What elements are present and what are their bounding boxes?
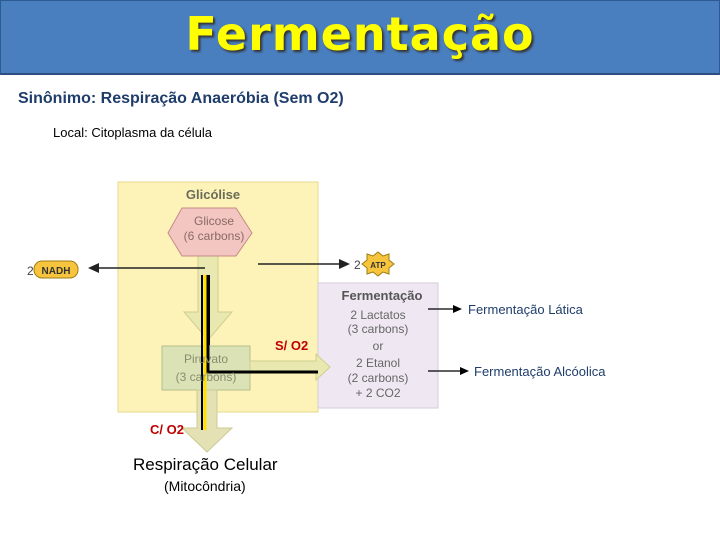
page-title: Fermentação (185, 7, 535, 61)
lactic-fermentation-label: Fermentação Lática (468, 302, 583, 317)
ethanol-carbons: (2 carbons) (348, 371, 409, 385)
location-label: Local: (53, 125, 88, 140)
or-label: or (373, 339, 384, 353)
lactic-pointer-head (453, 305, 462, 313)
title-bar: Fermentação (0, 0, 720, 75)
lactate-carbons: (3 carbons) (348, 322, 409, 336)
without-o2-path (206, 275, 318, 374)
co2-label: + 2 CO2 (355, 386, 400, 400)
glycolysis-label: Glicólise (186, 187, 240, 202)
with-o2-label: C/ O2 (150, 422, 184, 437)
atp-label: ATP (370, 261, 386, 270)
cellular-respiration-label: Respiração Celular (133, 455, 278, 474)
glucose-label: Glicose (194, 214, 234, 228)
nadh-count: 2 (27, 264, 34, 278)
pyruvate-label: Piruvato (184, 352, 228, 366)
nadh-label: NADH (42, 266, 71, 277)
pyruvate-carbons: (3 carbons) (176, 370, 237, 384)
atp-icon (361, 251, 395, 277)
lactate-label: 2 Lactatos (350, 308, 405, 322)
nadh-arrowhead (88, 263, 99, 273)
nadh-badge (33, 260, 79, 279)
fermentation-box (317, 282, 439, 409)
ethanol-label: 2 Etanol (356, 356, 400, 370)
location-text: Local: Citoplasma da célula (53, 125, 212, 140)
location-value: Citoplasma da célula (87, 125, 212, 140)
mitochondria-label: (Mitocôndria) (164, 478, 246, 494)
without-o2-label: S/ O2 (275, 338, 309, 353)
glucose-hexagon (167, 207, 253, 257)
alcoholic-pointer-head (460, 367, 469, 375)
synonym-text: Sinônimo: Respiração Anaeróbia (Sem O2) (18, 90, 344, 107)
respiration-arrow (180, 389, 234, 453)
fermentation-title: Fermentação (342, 288, 423, 303)
atp-count: 2 (354, 258, 361, 272)
atp-arrowhead (339, 259, 350, 269)
alcoholic-fermentation-label: Fermentação Alcóolica (474, 364, 606, 379)
glucose-carbons: (6 carbons) (184, 229, 245, 243)
